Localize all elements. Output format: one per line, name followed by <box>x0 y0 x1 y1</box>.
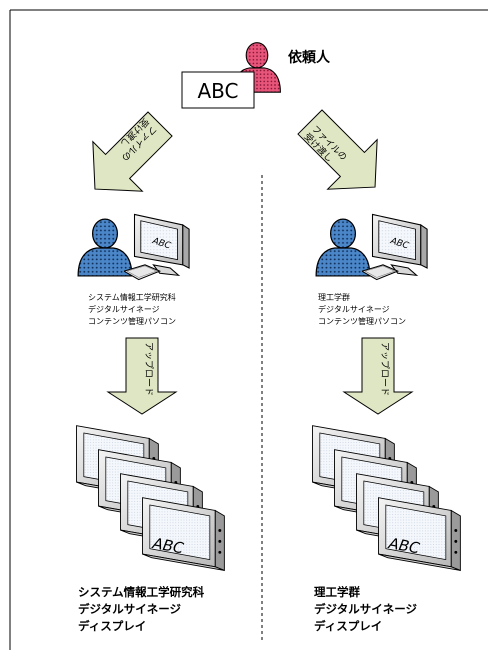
right-display-caption-2: デジタルサイネージ <box>314 602 418 616</box>
left-display-caption-3: ディスプレイ <box>78 619 146 633</box>
abc-document: ABC <box>181 71 255 109</box>
right-pc-icon: ABC <box>362 213 428 281</box>
left-user-icon <box>77 218 133 277</box>
upload-arrow-right: アップロード <box>342 337 414 415</box>
right-pc-caption-3: コンテンツ管理パソコン <box>318 316 406 326</box>
right-display-4-label: ABC <box>386 534 421 557</box>
left-pc-caption: システム情報工学研究科 デジタルサイネージ コンテンツ管理パソコン <box>88 292 178 326</box>
right-pc-caption-2: デジタルサイネージ <box>318 304 390 314</box>
upload-label-left: アップロード <box>143 342 154 396</box>
requester-label: 依頼人 <box>288 49 331 66</box>
right-display-caption-1: 理工学群 <box>314 585 360 599</box>
upload-label-right: アップロード <box>379 342 390 396</box>
left-pc-caption-1: システム情報工学研究科 <box>88 292 176 302</box>
left-display-caption-1: システム情報工学研究科 <box>78 585 205 599</box>
left-pc-caption-3: コンテンツ管理パソコン <box>88 316 176 326</box>
abc-document-label: ABC <box>197 79 238 103</box>
left-display-4-label: ABC <box>150 534 185 557</box>
handover-arrow-left: ファイルの 受け渡し <box>92 111 173 192</box>
upload-arrow-left: アップロード <box>106 337 178 415</box>
handover-arrow-right: ファイルの 受け渡し <box>297 109 378 190</box>
right-display-caption: 理工学群 デジタルサイネージ ディスプレイ <box>314 585 421 633</box>
right-display-stack: ABC ABC ABC ABC <box>312 425 461 571</box>
left-display-caption-2: デジタルサイネージ <box>78 602 182 616</box>
left-display-stack: ABC ABC ABC ABC <box>76 425 225 571</box>
left-pc-icon: ABC <box>124 213 190 281</box>
left-pc-caption-2: デジタルサイネージ <box>88 304 160 314</box>
right-pc-caption-1: 理工学群 <box>318 292 350 302</box>
right-pc-caption: 理工学群 デジタルサイネージ コンテンツ管理パソコン <box>318 292 406 326</box>
left-display-caption: システム情報工学研究科 デジタルサイネージ ディスプレイ <box>78 585 208 633</box>
right-display-caption-3: ディスプレイ <box>314 619 382 633</box>
left-display-4: ABC <box>142 497 225 571</box>
right-user-icon <box>315 218 371 277</box>
right-display-4: ABC <box>378 497 461 571</box>
